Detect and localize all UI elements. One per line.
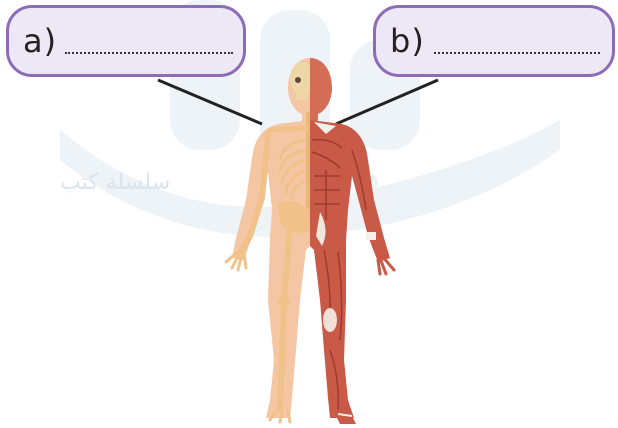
muscle-half <box>310 58 394 424</box>
leader-line-b <box>336 80 438 124</box>
label-box-b[interactable]: b) <box>373 5 615 77</box>
leader-line-a <box>158 80 262 124</box>
answer-line-a[interactable] <box>65 52 233 54</box>
label-a-marker: a) <box>23 22 57 60</box>
answer-line-b[interactable] <box>434 52 600 54</box>
label-b-marker: b) <box>390 22 425 60</box>
label-box-a[interactable]: a) <box>6 5 246 77</box>
skeleton-half <box>226 58 314 422</box>
